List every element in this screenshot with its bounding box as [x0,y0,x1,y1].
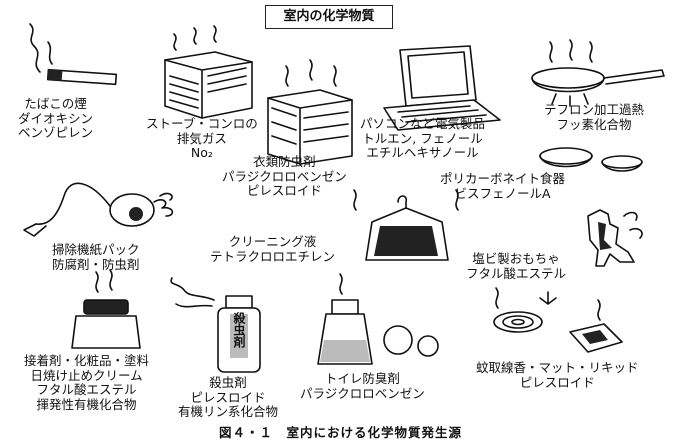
label-cleaning: クリーニング液 テトラクロロエチレン [210,234,336,264]
spray-can-icon [170,277,261,373]
label-polycarbonate: ポリカーボネイト食器 ビスフェノールA [440,171,566,201]
label-line: ピレスロイド [190,389,266,405]
label-toilet: トイレ防臭剤 パラジクロロベンゼン [300,371,425,401]
label-line: クリーニング液 [228,234,317,249]
figure-caption: 図４・１ 室内における化学物質発生源 [218,425,462,440]
label-line: 殺虫剤 [209,375,247,390]
spray-can-label: 殺虫剤 [232,311,246,349]
label-line: パラジクロロベンゼン [222,168,347,184]
drawer-chest-icon [267,59,353,165]
label-line: ポリカーボネイト食器 [440,171,566,186]
label-line: ベンゾピレン [18,125,94,140]
label-line: 揮発性有機化合物 [36,396,137,412]
label-line: テトラクロロエチレン [210,248,336,264]
vacuum-cleaner-icon [23,182,174,237]
label-line: エチルヘキサノール [366,145,479,160]
label-line: ビスフェノールA [454,185,551,201]
cigarette-icon [29,23,118,86]
label-line: テフロン加工過熱 [544,102,645,117]
dry-cleaning-icon [353,189,459,261]
label-line: ピレスロイド [519,374,595,390]
label-vacuum: 掃除機紙パック 防腐剤・防虫剤 [52,242,140,272]
label-line: パラジクロロベンゼン [300,385,425,401]
label-line: 蚊取線香・マット・リキッド [476,360,639,375]
label-line: フタル酸エステル [466,265,567,281]
label-line: No₂ [190,145,213,160]
label-toy: 塩ビ製おもちゃ フタル酸エステル [466,251,567,281]
label-insecticide: 殺虫剤 ピレスロイド 有機リン系化合物 [178,375,279,420]
cosmetic-jar-icon [71,269,141,349]
label-line: 接着剤・化粧品・塗料 [24,353,150,368]
label-line: フッ素化合物 [556,116,632,132]
diagram-title: 室内の化学物質 [265,5,393,29]
label-line: トルエン, フェノール [362,130,483,146]
label-line: パソコンなど電気製品 [360,116,486,131]
label-mosquito: 蚊取線香・マット・リキッド ピレスロイド [476,360,639,390]
label-line: たばこの煙 [24,96,87,111]
toilet-deodorizer-icon [317,273,439,365]
label-stove: ストーブ・コンロの 排気ガス No₂ [146,116,258,161]
label-cosmetics: 接着剤・化粧品・塗料 日焼け止めクリーム フタル酸エステル 揮発性有機化合物 [24,353,150,412]
label-line: 有機リン系化合物 [178,404,279,419]
label-line: 掃除機紙パック [52,242,140,257]
toy-dinosaur-icon [587,209,643,267]
label-line: ダイオキシン [18,110,94,126]
label-line: 衣類防虫剤 [253,154,316,169]
label-teflon: テフロン加工過熱 フッ素化合物 [544,102,645,132]
label-pc: パソコンなど電気製品 トルエン, フェノール エチルヘキサノール [360,116,486,161]
mosquito-coil-icon [493,287,623,353]
label-clothes: 衣類防虫剤 パラジクロロベンゼン ピレスロイド [222,154,347,199]
label-line: 日焼け止めクリーム [30,367,143,383]
laptop-icon [383,45,501,131]
dishes-icon [539,147,643,172]
label-line: 防腐剤・防虫剤 [52,256,140,272]
label-line: 塩ビ製おもちゃ [472,251,560,266]
label-tobacco: たばこの煙 ダイオキシン ベンゾピレン [18,96,94,141]
stove-icon [164,25,253,119]
label-line: ピレスロイド [246,183,322,198]
label-line: 排気ガス [176,130,227,146]
label-line: トイレ防臭剤 [324,371,400,386]
label-line: フタル酸エステル [36,382,137,397]
label-line: ストーブ・コンロの [146,116,258,131]
frying-pan-icon [531,39,665,107]
